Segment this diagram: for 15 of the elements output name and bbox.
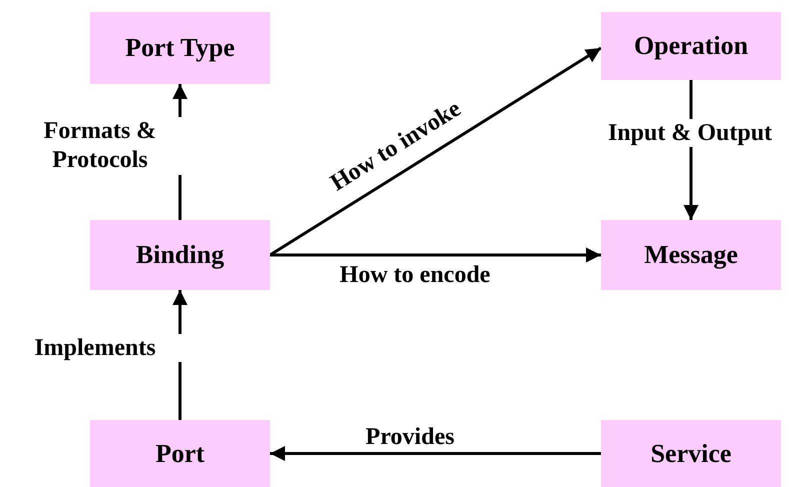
process-box	[601, 420, 781, 487]
process-box	[601, 220, 781, 290]
box-label: Binding	[136, 240, 224, 270]
process-box	[90, 420, 270, 487]
box-label: Port	[155, 438, 205, 468]
arrow	[270, 446, 601, 461]
process-box	[601, 12, 781, 80]
box-label: Port Type	[125, 33, 235, 63]
process-box	[90, 12, 270, 84]
arrow	[270, 248, 601, 262]
box-label: Service	[650, 438, 732, 468]
process-box	[90, 220, 270, 290]
arrow	[269, 46, 602, 256]
box-label: Message	[644, 240, 738, 270]
box-label: Operation	[634, 31, 748, 61]
